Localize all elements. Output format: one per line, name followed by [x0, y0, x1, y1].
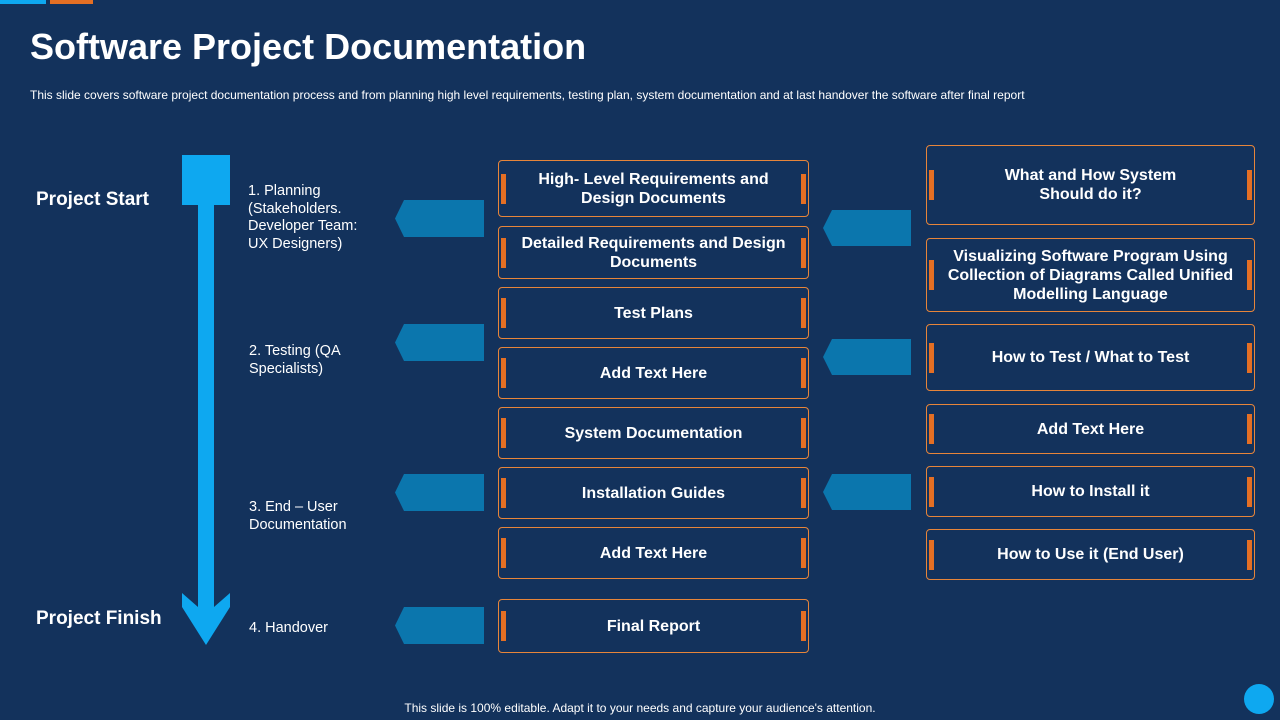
corner-circle	[1244, 684, 1274, 714]
top-accent-orange	[50, 0, 93, 4]
purpose-box-how-to-install: How to Install it	[926, 466, 1255, 517]
doc-box-detailed: Detailed Requirements and Design Documen…	[498, 226, 809, 279]
doc-box-final-report: Final Report	[498, 599, 809, 653]
chevron-end-user	[395, 474, 484, 511]
chevron-test	[823, 339, 911, 375]
page-subtitle: This slide covers software project docum…	[30, 88, 1025, 102]
project-start-label: Project Start	[36, 189, 149, 210]
purpose-box-uml: Visualizing Software Program Using Colle…	[926, 238, 1255, 312]
chevron-planning	[395, 200, 484, 237]
phase-end-user: 3. End – User Documentation	[249, 499, 347, 533]
doc-box-add-text-1: Add Text Here	[498, 347, 809, 399]
footer-note: This slide is 100% editable. Adapt it to…	[404, 701, 876, 715]
chevron-handover	[395, 607, 484, 644]
phase-planning: 1. Planning (Stakeholders. Developer Tea…	[248, 183, 358, 252]
project-finish-label: Project Finish	[36, 608, 162, 629]
purpose-box-how-to-test: How to Test / What to Test	[926, 324, 1255, 391]
purpose-box-add-text: Add Text Here	[926, 404, 1255, 454]
phase-testing: 2. Testing (QA Specialists)	[249, 343, 340, 377]
doc-box-system-documentation: System Documentation	[498, 407, 809, 459]
chevron-requirements	[823, 210, 911, 246]
timeline-arrow	[182, 155, 230, 645]
top-accent-blue	[0, 0, 46, 4]
chevron-install	[823, 474, 911, 510]
chevron-testing	[395, 324, 484, 361]
doc-box-installation-guides: Installation Guides	[498, 467, 809, 519]
doc-box-add-text-2: Add Text Here	[498, 527, 809, 579]
purpose-box-how-to-use: How to Use it (End User)	[926, 529, 1255, 580]
page-title: Software Project Documentation	[30, 26, 587, 67]
doc-box-high-level: High- Level Requirements and Design Docu…	[498, 160, 809, 217]
purpose-box-what-how: What and How System Should do it?	[926, 145, 1255, 225]
phase-handover: 4. Handover	[249, 620, 328, 636]
doc-box-test-plans: Test Plans	[498, 287, 809, 339]
